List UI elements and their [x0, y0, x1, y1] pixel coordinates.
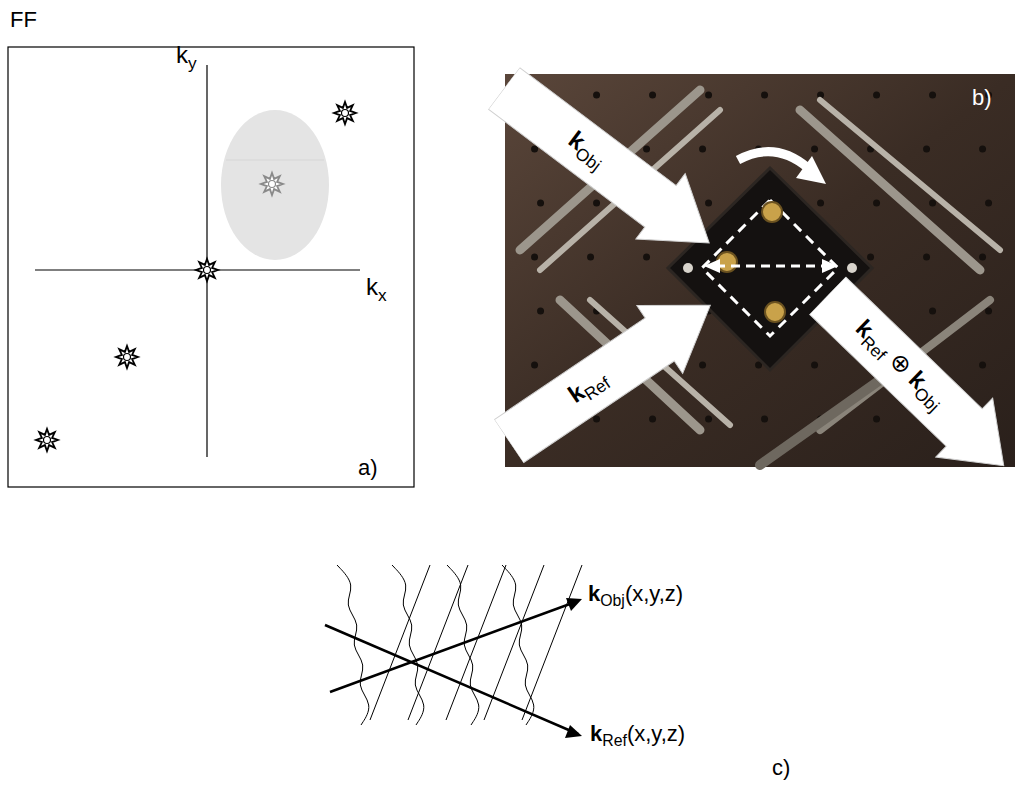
star-symbol: [196, 259, 218, 281]
figure-title: FF: [10, 8, 37, 32]
star-symbol: [36, 429, 58, 451]
star-symbol: [334, 102, 356, 124]
grey-ellipse: [221, 110, 329, 260]
star-group: [36, 102, 356, 451]
panel-label: a): [358, 456, 378, 480]
ellipse-shade: [226, 160, 324, 161]
axis-label: kx: [366, 274, 387, 305]
panel-label: c): [772, 756, 790, 780]
axis-label: ky: [176, 42, 197, 73]
wave-vectors: [325, 598, 582, 738]
rotation-arrow: [738, 152, 826, 184]
star-symbol: [261, 173, 283, 195]
panel-frame: [8, 47, 414, 487]
star-symbol: [116, 346, 138, 368]
dashed-double-arrow: [704, 259, 838, 273]
panel-label: b): [972, 86, 992, 110]
vector-label: kRef(x,y,z): [590, 722, 685, 750]
vector-label: kObj(x,y,z): [588, 582, 683, 610]
